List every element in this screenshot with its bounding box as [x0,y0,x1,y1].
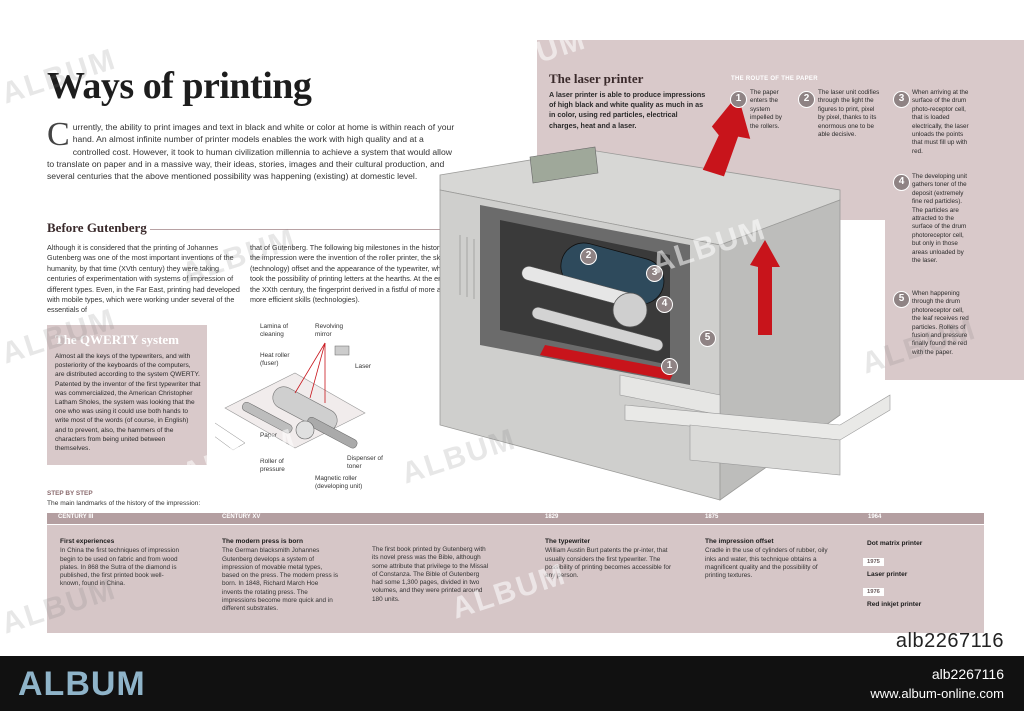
label-pressure-roller: Roller of pressure [260,458,285,473]
period-1964: 1964 [868,514,882,520]
timeline-entry-3-text: The first book printed by Gutenberg with… [372,546,489,603]
label-lamina: Lamina of cleaning [260,323,289,338]
timeline-entry-5-text: Cradle in the use of cylinders of rubber… [705,547,828,580]
laser-printer-illustration [439,95,891,501]
printer-marker-2: 2 [580,248,597,265]
timeline-entry-2-title: The modern press is born [222,538,303,545]
printer-marker-5: 5 [699,330,716,347]
timeline-label: STEP BY STEP [47,490,93,497]
dot-matrix-printer: Dot matrix printer [867,540,923,547]
route-step-2-text: The laser unit codifies through the ligh… [818,89,880,139]
timeline-entry-5-title: The impression offset [705,538,774,545]
period-1875: 1875 [705,514,719,520]
timeline-entry-2-text: The German blacksmith Johannes Gutenberg… [222,547,339,613]
route-step-4-number: 4 [893,174,910,191]
printer-marker-1: 1 [661,358,678,375]
timeline-entry-4-text: William Austin Burt patents the pr-inter… [545,547,672,580]
timeline-subtitle: The main landmarks of the history of the… [47,500,201,507]
route-step-1-text: The paper enters the system impelled by … [750,89,782,130]
route-step-3-text: When arriving at the surface of the drum… [912,89,969,155]
footer-image-id: alb2267116 [931,666,1004,682]
year-1975: 1975 [863,558,884,566]
timeline-panel-bg [47,525,984,633]
timeline-entry-4: The typewriter William Austin Burt paten… [545,538,675,580]
inkjet-printer-entry: Red inkjet printer [867,601,922,608]
qwerty-text: Almost all the keys of the typewriters, … [55,353,201,453]
laser-printer-entry: Laser printer [867,571,908,578]
watermark: ALBUM [887,422,1011,491]
laser-heading: The laser printer [549,71,644,86]
route-step-4-text: The developing unit gathers toner of the… [912,173,967,265]
gutenberg-col1: Although it is considered that the print… [47,243,240,315]
timeline-entry-4-title: The typewriter [545,538,591,545]
intro-dropcap: C [47,116,70,153]
gutenberg-col2: that of Gutenberg. The following big mil… [250,243,455,305]
label-magnetic-roller: Magnetic roller (developing unit) [315,475,363,490]
year-1976: 1976 [863,588,884,596]
timeline-entry-5: The impression offset Cradle in the use … [705,538,835,580]
route-panel-bg [885,80,1024,380]
route-step-5-text: When happening through the drum photorec… [912,290,969,356]
route-title: THE ROUTE OF THE PAPER [731,76,818,82]
route-step-5-number: 5 [893,291,910,308]
label-mirror: Revolving mirror [315,323,344,338]
timeline-bar [47,513,984,524]
label-paper: Paper [260,432,278,439]
route-step-2-number: 2 [798,91,815,108]
label-heat-roller: Heat roller (fuser) [260,352,290,367]
stock-id: alb2267116 [895,630,1004,652]
album-logo[interactable]: ALBUM [18,665,146,703]
label-laser: Laser [355,363,371,370]
qwerty-panel-bg [47,325,207,465]
intro-text: urrently, the ability to print images an… [47,122,455,182]
timeline-entry-2: The modern press is born The German blac… [222,538,340,614]
footer-url-link[interactable]: www.album-online.com [870,686,1004,701]
timeline-entry-1-title: First experiences [60,538,115,545]
label-toner-dispenser: Dispenser of toner [347,455,383,470]
laser-mechanism-diagram [215,342,366,451]
printer-marker-3: 3 [646,265,663,282]
footer-bar: ALBUM alb2267116 www.album-online.com [0,656,1024,711]
qwerty-heading: The QWERTY system [55,332,180,347]
gutenberg-rule [150,229,530,230]
page-title: Ways of printing [47,65,312,107]
route-step-3-number: 3 [893,91,910,108]
period-century-xv: CENTURY XV [222,514,261,520]
route-step-1-number: 1 [730,91,747,108]
printer-marker-4: 4 [656,296,673,313]
timeline-entry-1-text: In China the first techniques of impress… [60,547,179,588]
period-1829: 1829 [545,514,559,520]
timeline-entry-3: The first book printed by Gutenberg with… [372,546,490,604]
laser-text: A laser printer is able to produce impre… [549,90,706,130]
gutenberg-heading: Before Gutenberg [47,220,147,235]
period-century-iii: CENTURY III [58,514,94,520]
timeline-entry-1: First experiences In China the first tec… [60,538,180,589]
